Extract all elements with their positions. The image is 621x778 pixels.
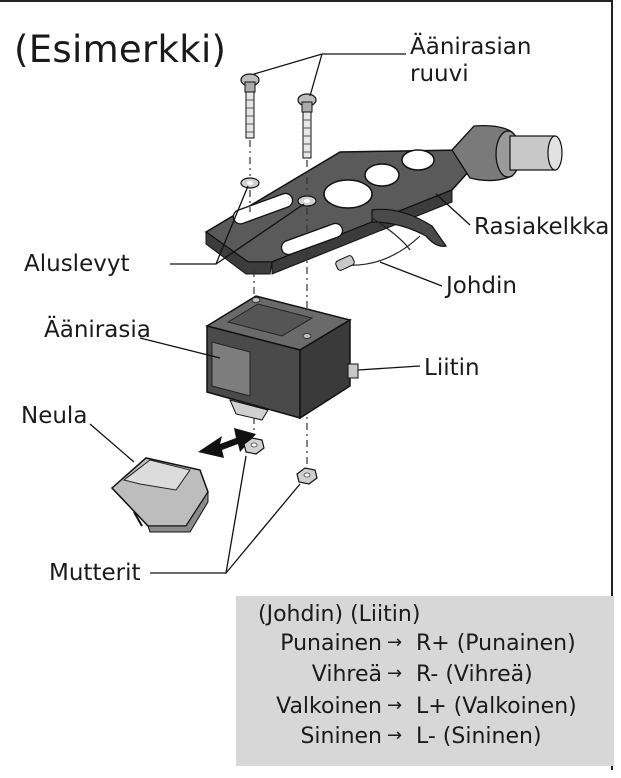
stylus-illustration	[110, 457, 209, 533]
washers-illustration	[240, 177, 317, 207]
page-frame	[0, 0, 613, 770]
label-cartridge-screw-line1: Äänirasian	[410, 34, 532, 60]
arrow-right-icon: →	[387, 725, 403, 746]
arrow-right-icon: →	[387, 695, 403, 716]
leader-lines	[89, 53, 471, 574]
wiring-row: Punainen → R+ (Punainen)	[236, 631, 614, 660]
terminal-label: R- (Vihreä)	[416, 662, 533, 687]
label-washers: Aluslevyt	[24, 251, 130, 277]
wiring-row: Valkoinen → L+ (Valkoinen)	[236, 694, 614, 723]
diagram-title: (Esimerkki)	[14, 28, 227, 71]
arrow-right-icon: →	[387, 663, 403, 684]
terminal-label: R+ (Punainen)	[416, 631, 576, 656]
label-headshell: Rasiakelkka	[474, 214, 610, 240]
label-nuts: Mutterit	[49, 560, 141, 586]
wire-color: Sininen	[300, 724, 382, 749]
wiring-table-header: (Johdin) (Liitin)	[258, 602, 421, 627]
nuts-illustration	[243, 437, 318, 485]
wire-color: Valkoinen	[276, 694, 382, 719]
terminal-label: L+ (Valkoinen)	[416, 694, 577, 719]
headshell-illustration	[204, 124, 563, 275]
arrow-right-icon: →	[387, 632, 403, 653]
terminal-label: L- (Sininen)	[416, 724, 542, 749]
stylus-insert-arrow	[198, 428, 256, 458]
screws-illustration	[240, 73, 317, 159]
wire-color: Punainen	[280, 631, 382, 656]
wiring-row: Vihreä → R- (Vihreä)	[236, 662, 614, 691]
label-lead-wire: Johdin	[446, 273, 517, 299]
wire-color: Vihreä	[311, 662, 382, 687]
label-stylus: Neula	[21, 403, 88, 429]
wiring-table: (Johdin) (Liitin) Punainen → R+ (Punaine…	[236, 596, 614, 766]
label-cartridge: Äänirasia	[44, 317, 151, 343]
wiring-row: Sininen → L- (Sininen)	[236, 724, 614, 753]
label-cartridge-screw-line2: ruuvi	[410, 61, 469, 87]
label-connector: Liitin	[424, 355, 480, 381]
cartridge-illustration	[205, 295, 359, 421]
